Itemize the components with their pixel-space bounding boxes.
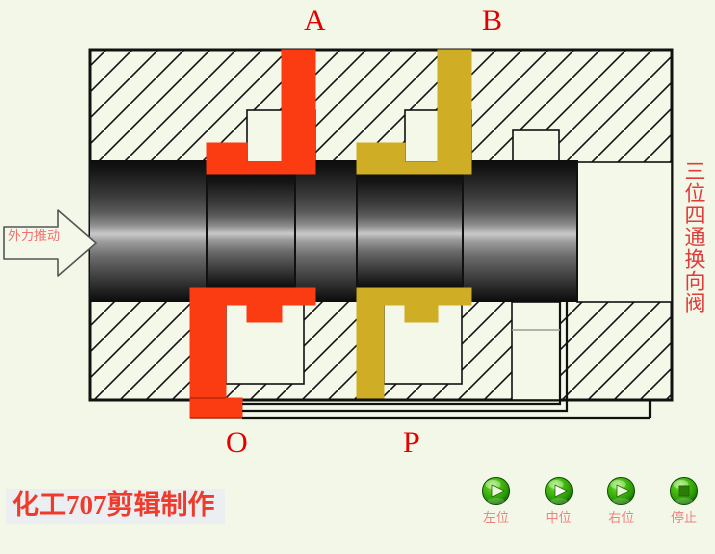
port-label-a: A (304, 4, 326, 37)
fluid-path-red (189, 49, 316, 419)
valve-spool[interactable] (90, 160, 578, 302)
watermark-credit: 化工707剪辑制作 (6, 489, 225, 524)
drain-piping (242, 302, 652, 420)
stop-button[interactable]: 停止 (658, 476, 710, 524)
left-position-label: 左位 (482, 510, 509, 525)
port-label-b: B (482, 4, 503, 37)
external-force-arrow (3, 209, 97, 277)
play-right-icon[interactable] (544, 476, 574, 506)
center-position-button[interactable]: 中位 (533, 476, 585, 524)
external-force-label: 外力推动 (8, 228, 61, 243)
fluid-path-yellow (356, 49, 472, 399)
stop-square-icon[interactable] (669, 476, 699, 506)
play-right-icon[interactable] (481, 476, 511, 506)
port-label-o: O (226, 426, 248, 459)
center-position-label: 中位 (545, 510, 572, 525)
stop-label: 停止 (670, 510, 697, 525)
left-position-button[interactable]: 左位 (470, 476, 522, 524)
right-position-label: 右位 (608, 510, 635, 525)
playback-controls: 左位 中位 右位 (470, 476, 710, 546)
port-label-p: P (403, 426, 420, 459)
right-position-button[interactable]: 右位 (595, 476, 647, 524)
play-right-icon[interactable] (606, 476, 636, 506)
diagram-title-vertical: 三位四通换向阀 (682, 160, 706, 314)
